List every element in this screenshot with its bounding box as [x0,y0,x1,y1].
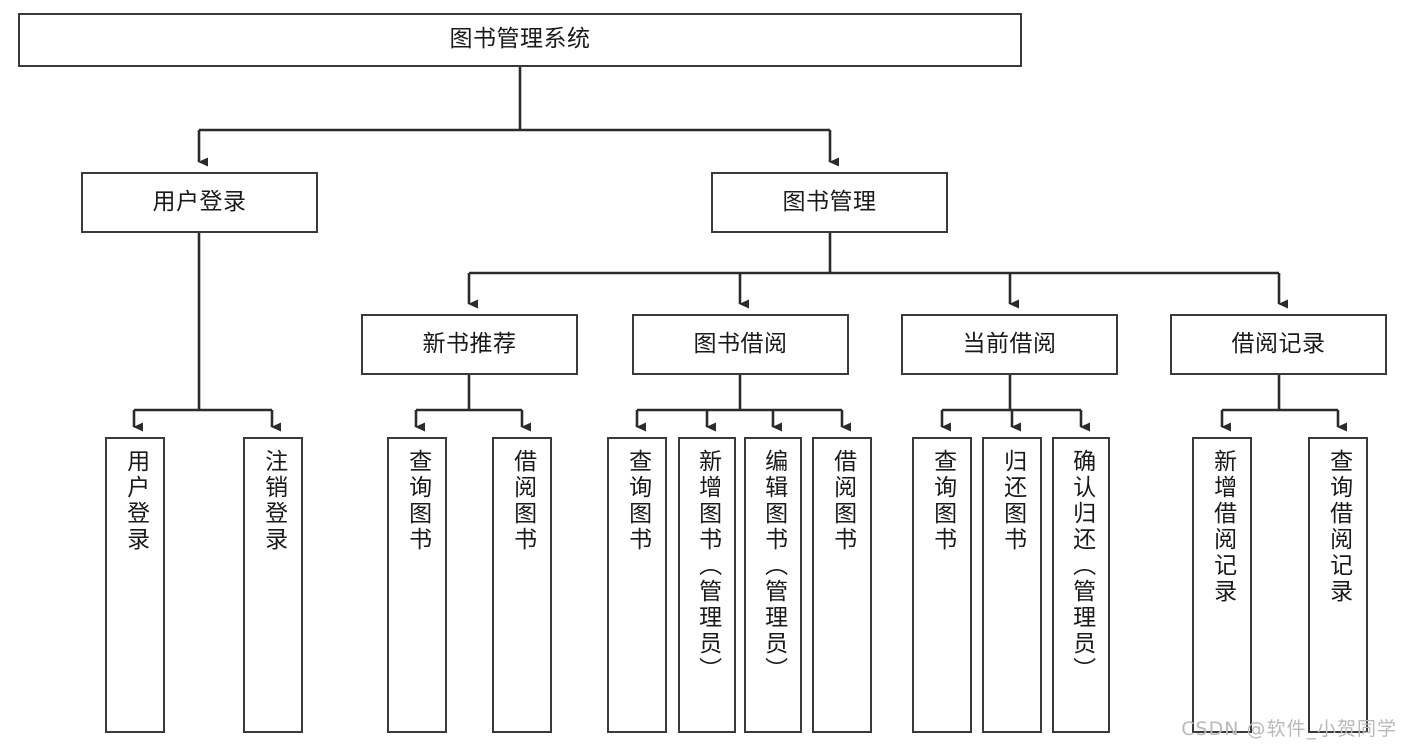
node-book-manage-label: 图书管理 [782,188,877,215]
leaf-borrow-book-2[interactable]: 借阅图书 [812,437,872,733]
leaf-add-record[interactable]: 新增借阅记录 [1192,437,1252,733]
node-user-login[interactable]: 用户登录 [81,172,318,233]
node-new-book-rec-label: 新书推荐 [422,330,517,357]
node-user-login-label: 用户登录 [152,188,247,215]
leaf-query-book-1[interactable]: 查询图书 [387,437,447,733]
leaf-return-book[interactable]: 归还图书 [982,437,1042,733]
leaf-query-record[interactable]: 查询借阅记录 [1308,437,1368,733]
node-root[interactable]: 图书管理系统 [18,13,1022,67]
node-borrow-record-label: 借阅记录 [1231,330,1326,357]
node-current-borrow[interactable]: 当前借阅 [901,314,1118,375]
node-book-borrow[interactable]: 图书借阅 [632,314,849,375]
leaf-query-book-3[interactable]: 查询图书 [912,437,972,733]
watermark: CSDN @软件_小贺同学 [1181,718,1397,740]
leaf-edit-book-label: 编辑图书（管理员） [760,449,787,683]
leaf-query-book-3-label: 查询图书 [929,449,956,553]
leaf-user-login-label: 用户登录 [122,449,149,553]
node-book-borrow-label: 图书借阅 [693,330,788,357]
leaf-borrow-book-2-label: 借阅图书 [829,449,856,553]
leaf-confirm-return-label: 确认归还（管理员） [1068,449,1095,683]
leaf-logout[interactable]: 注销登录 [243,437,303,733]
leaf-borrow-book-1[interactable]: 借阅图书 [492,437,552,733]
leaf-add-book-label: 新增图书（管理员） [694,449,721,683]
leaf-add-book[interactable]: 新增图书（管理员） [678,437,736,733]
leaf-add-record-label: 新增借阅记录 [1209,449,1236,605]
leaf-return-book-label: 归还图书 [999,449,1026,553]
node-new-book-rec[interactable]: 新书推荐 [361,314,578,375]
leaf-edit-book[interactable]: 编辑图书（管理员） [744,437,802,733]
node-root-label: 图书管理系统 [449,26,591,53]
leaf-query-book-2[interactable]: 查询图书 [607,437,667,733]
leaf-confirm-return[interactable]: 确认归还（管理员） [1052,437,1110,733]
leaf-user-login[interactable]: 用户登录 [105,437,165,733]
node-borrow-record[interactable]: 借阅记录 [1170,314,1387,375]
leaf-borrow-book-1-label: 借阅图书 [509,449,536,553]
node-book-manage[interactable]: 图书管理 [711,172,948,233]
leaf-query-book-1-label: 查询图书 [404,449,431,553]
node-current-borrow-label: 当前借阅 [962,330,1057,357]
leaf-query-book-2-label: 查询图书 [624,449,651,553]
leaf-query-record-label: 查询借阅记录 [1325,449,1352,605]
leaf-logout-label: 注销登录 [260,449,287,553]
